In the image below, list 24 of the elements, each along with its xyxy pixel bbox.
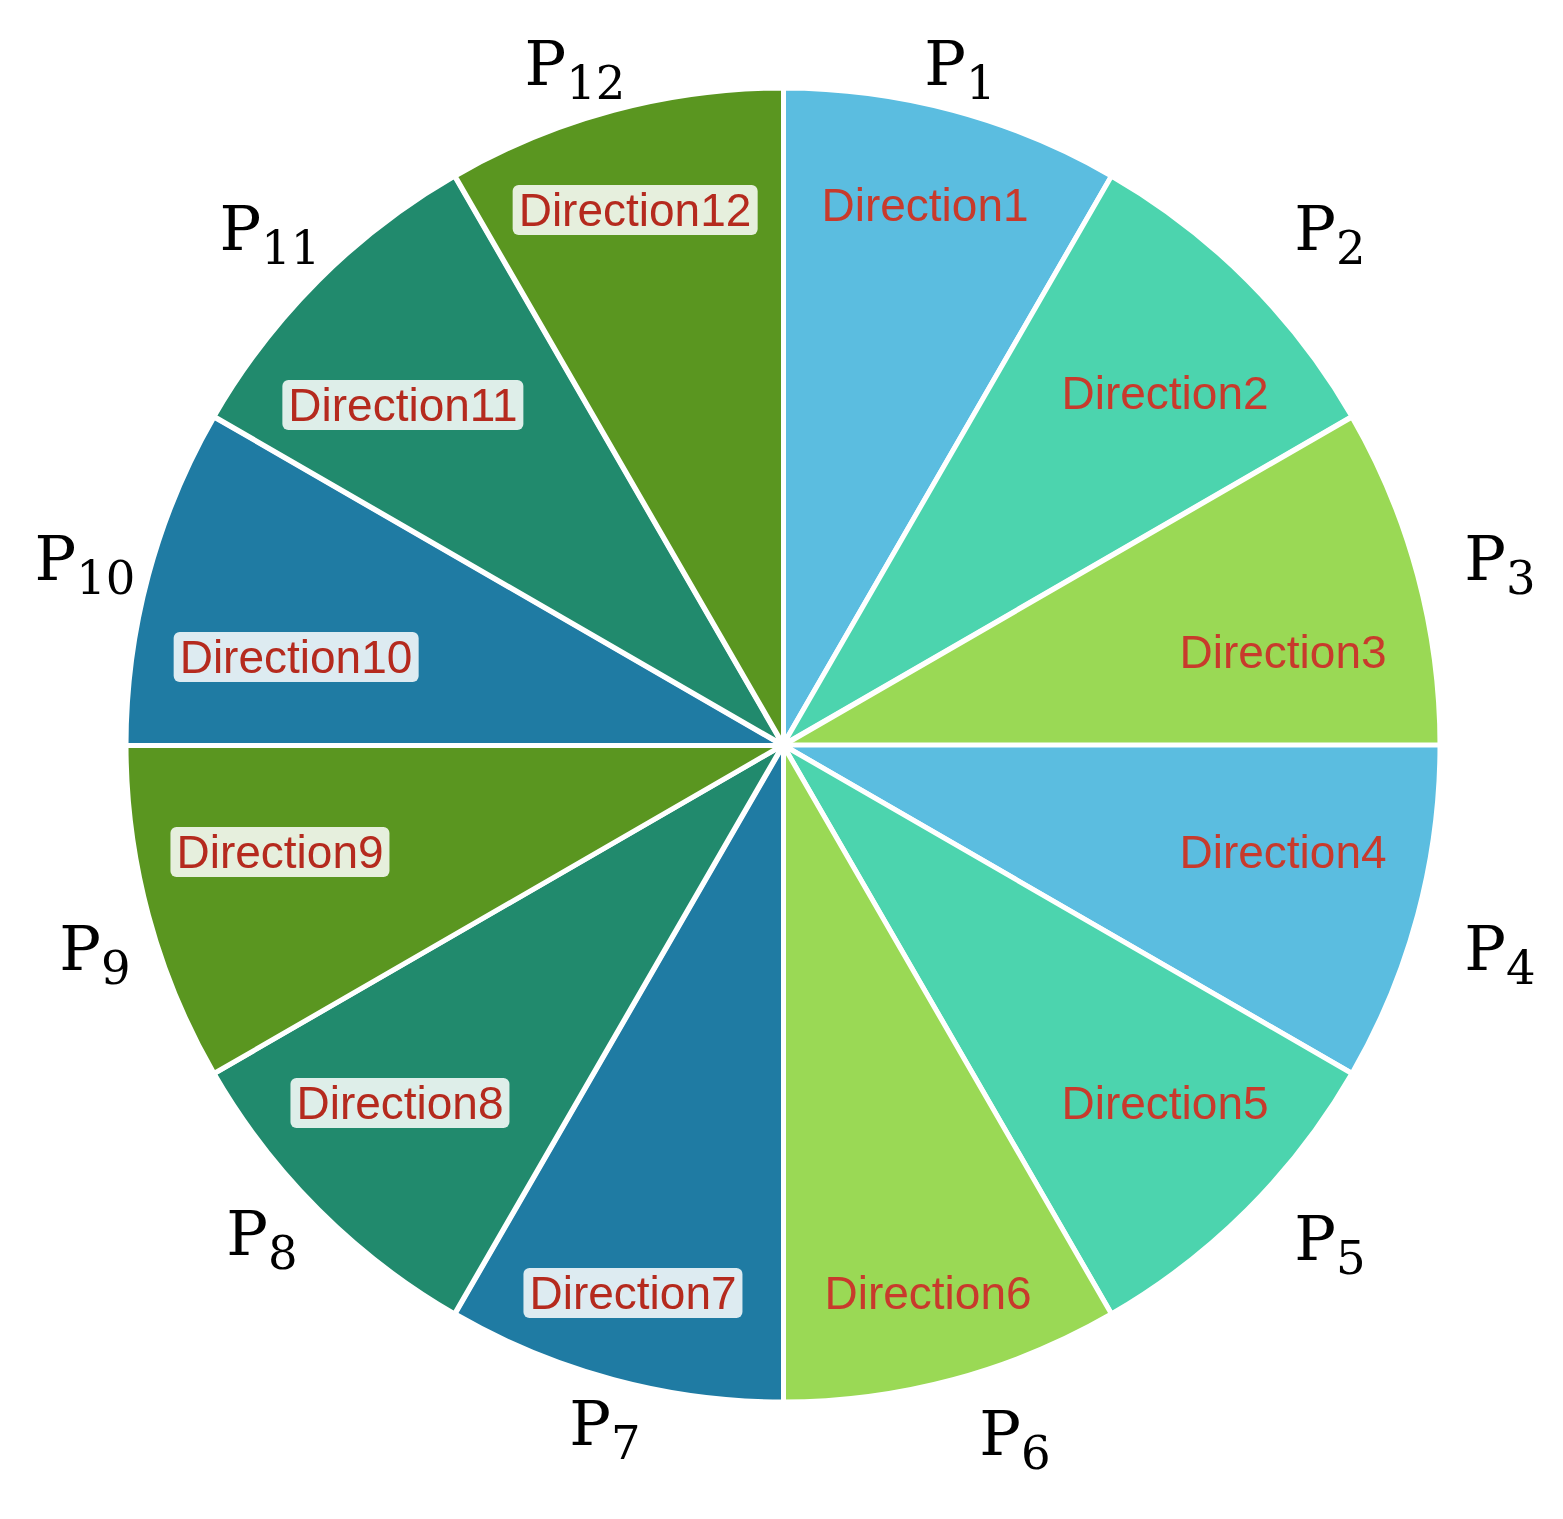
point-label: P$_{4}$ xyxy=(1464,918,1536,992)
sector-label: Direction4 xyxy=(1179,829,1387,875)
sector-label: Direction11 xyxy=(282,380,524,430)
point-label: P$_{5}$ xyxy=(1294,1208,1366,1282)
point-label: P$_{10}$ xyxy=(34,528,136,602)
point-label: P$_{9}$ xyxy=(59,918,131,992)
point-label: P$_{6}$ xyxy=(979,1403,1051,1477)
point-label: P$_{2}$ xyxy=(1294,198,1366,272)
sector-label: Direction9 xyxy=(170,827,390,877)
point-label: P$_{12}$ xyxy=(524,33,626,107)
sector-label: Direction2 xyxy=(1061,370,1269,416)
point-label: P$_{11}$ xyxy=(219,198,321,272)
point-label: P$_{1}$ xyxy=(924,33,996,107)
point-label: P$_{3}$ xyxy=(1464,528,1536,602)
sector-label: Direction3 xyxy=(1179,629,1387,675)
point-label: P$_{7}$ xyxy=(569,1393,641,1467)
sector-label: Direction6 xyxy=(824,1270,1032,1316)
sector-label: Direction12 xyxy=(512,185,758,235)
sector-label: Direction5 xyxy=(1061,1080,1269,1126)
sector-label: Direction7 xyxy=(523,1268,743,1318)
sector-label: Direction10 xyxy=(173,632,419,682)
sector-label: Direction8 xyxy=(290,1078,510,1128)
sector-label: Direction1 xyxy=(821,182,1029,228)
point-label: P$_{8}$ xyxy=(226,1203,298,1277)
